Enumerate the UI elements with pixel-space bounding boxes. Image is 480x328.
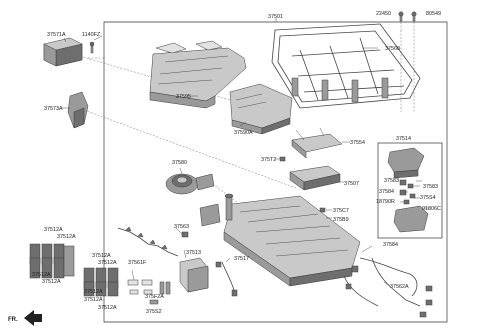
label-harness-main: 37562A xyxy=(390,284,409,290)
label-junction-box: 37514 xyxy=(396,136,411,142)
duct xyxy=(67,91,89,129)
bms-bracket xyxy=(291,127,343,159)
cell-modules-right xyxy=(83,267,119,297)
label-connector-c7: 375C7 xyxy=(333,208,349,214)
label-fuse-a: 37583 xyxy=(384,178,399,184)
label-module-top: 37571A xyxy=(47,32,66,38)
sensor xyxy=(279,156,286,162)
label-assembly: 37501 xyxy=(268,14,283,20)
label-duct: 37573A xyxy=(44,106,63,112)
label-direction: FR. xyxy=(8,317,18,323)
label-relay-a: 37584 xyxy=(379,189,394,195)
label-bus-bar: 37561F xyxy=(128,260,147,266)
label-cell-block: 37513 xyxy=(186,250,201,256)
plug xyxy=(215,261,238,297)
label-bracket-bms: 37554 xyxy=(350,140,365,146)
brackets-lower xyxy=(149,281,171,305)
label-bms: 37507 xyxy=(344,181,359,187)
junction-box-frame xyxy=(377,142,443,239)
label-frame: 37568 xyxy=(385,46,400,52)
label-module-right-5: 37512A xyxy=(98,305,117,311)
label-resistor: 18790R xyxy=(376,199,395,205)
junction-box-parts xyxy=(387,147,429,233)
module-top xyxy=(43,37,83,67)
fan xyxy=(165,173,215,195)
label-fuse-b: 37583 xyxy=(423,184,438,190)
label-module-left-1: 37512A xyxy=(44,227,63,233)
label-connector-b9: 375B9 xyxy=(333,217,349,223)
label-bolt-b: 80549 xyxy=(426,11,441,17)
cell-block xyxy=(179,257,209,293)
support-frame xyxy=(271,23,421,109)
label-module-left-2: 37512A xyxy=(57,234,76,240)
label-module-right-3: 37512A xyxy=(84,289,103,295)
harness-left xyxy=(117,226,189,257)
label-harness-a: 37563 xyxy=(174,224,189,230)
label-harness-b: 37584 xyxy=(383,242,398,248)
label-cover-upper: 37595 xyxy=(176,94,191,100)
label-relay-b: 375S4 xyxy=(420,195,436,201)
cell-modules-left xyxy=(29,243,75,279)
leader-lines xyxy=(62,18,430,287)
label-module-right-2: 37512A xyxy=(98,260,117,266)
label-module-right-4: 37512A xyxy=(84,297,103,303)
label-shunt: 91806C xyxy=(422,206,441,212)
front-arrow-icon xyxy=(24,310,42,326)
bus-bars xyxy=(127,269,153,295)
lower-cover xyxy=(229,83,293,135)
label-module-left-4: 37512A xyxy=(42,279,61,285)
upper-cover xyxy=(149,40,247,109)
label-plug: 37517 xyxy=(234,256,249,262)
label-bracket-2a: 375F2A xyxy=(145,294,164,300)
label-bracket-s2: 375S2 xyxy=(146,309,162,315)
label-module-left-3: 37512A xyxy=(32,272,51,278)
label-sensor: 375T2 xyxy=(261,157,276,163)
harness-main xyxy=(343,257,433,318)
battery-tray xyxy=(199,193,361,287)
label-cover-lower: 37590A xyxy=(234,130,253,136)
bms xyxy=(289,165,341,191)
label-module-right-1: 37512A xyxy=(92,253,111,259)
screw xyxy=(89,41,95,54)
assembly-frame xyxy=(103,21,448,323)
bolts xyxy=(398,11,417,22)
label-screw: 1140FZ xyxy=(82,32,101,38)
label-fan: 37580 xyxy=(172,160,187,166)
part-labels: 37501 22450 80549 37568 37595 37590A 375… xyxy=(8,11,441,323)
label-bolt-a: 22450 xyxy=(376,11,391,17)
